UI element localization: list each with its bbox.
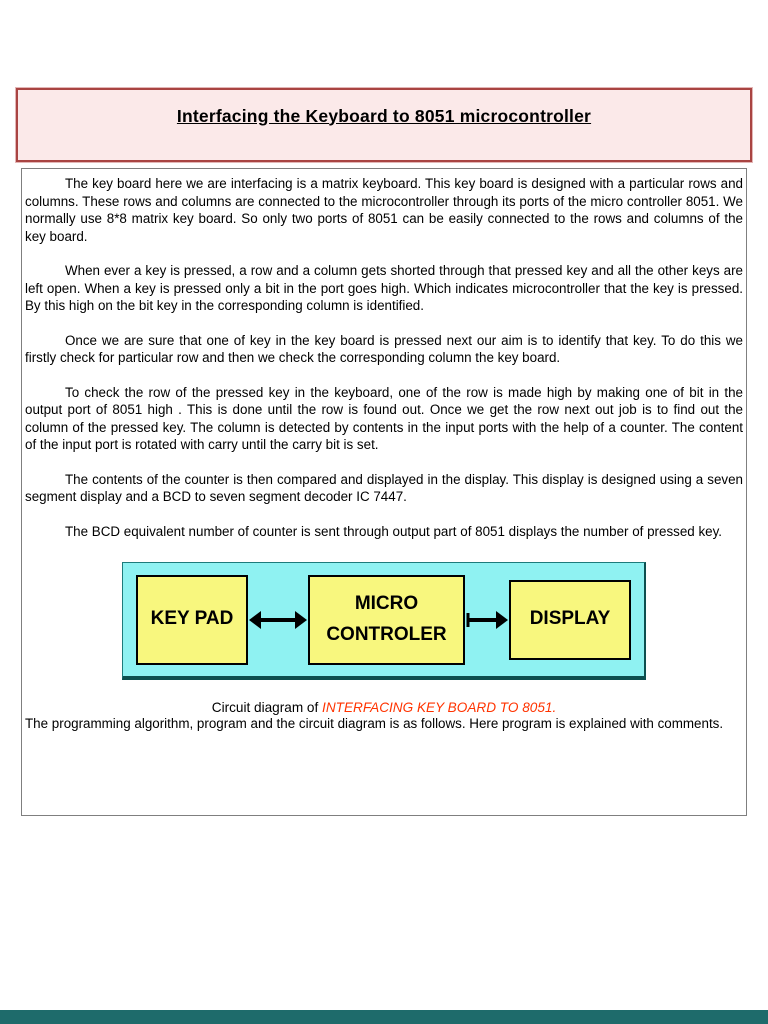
micro-controller-box: MICRO CONTROLER	[308, 574, 465, 665]
keypad-box: KEY PAD	[136, 574, 248, 665]
paragraph: The contents of the counter is then comp…	[25, 471, 743, 505]
title-banner: Interfacing the Keyboard to 8051 microco…	[15, 87, 753, 163]
paragraph: When ever a key is pressed, a row and a …	[25, 263, 743, 313]
keypad-label: KEY PAD	[150, 608, 234, 630]
display-box: DISPLAY	[509, 579, 631, 660]
paragraph: To check the row of the pressed key in t…	[25, 384, 743, 453]
micro-controller-label: MICRO CONTROLER	[326, 593, 447, 645]
caption-prefix: Circuit diagram of	[211, 700, 323, 715]
right-arrow-icon	[466, 609, 508, 631]
paragraph: Once we are sure that one of key in the …	[25, 332, 743, 366]
footer-bar	[0, 1010, 768, 1024]
closing-paragraph: The programming algorithm, program and t…	[25, 716, 724, 731]
paragraph: The BCD equivalent number of counter is …	[65, 523, 723, 539]
display-label: DISPLAY	[529, 608, 611, 630]
page-title: Interfacing the Keyboard to 8051 microco…	[176, 105, 592, 126]
bidirectional-arrow-icon	[249, 609, 307, 631]
paragraph: The key board here we are interfacing is…	[25, 176, 743, 244]
document-body: The key board here we are interfacing is…	[21, 168, 747, 816]
diagram-caption: Circuit diagram of INTERFACING KEY BOARD…	[25, 700, 743, 715]
caption-highlight: INTERFACING KEY BOARD TO 8051.	[322, 700, 557, 715]
block-diagram: KEY PAD MICRO CONTROLER DISPLAY	[122, 562, 646, 680]
